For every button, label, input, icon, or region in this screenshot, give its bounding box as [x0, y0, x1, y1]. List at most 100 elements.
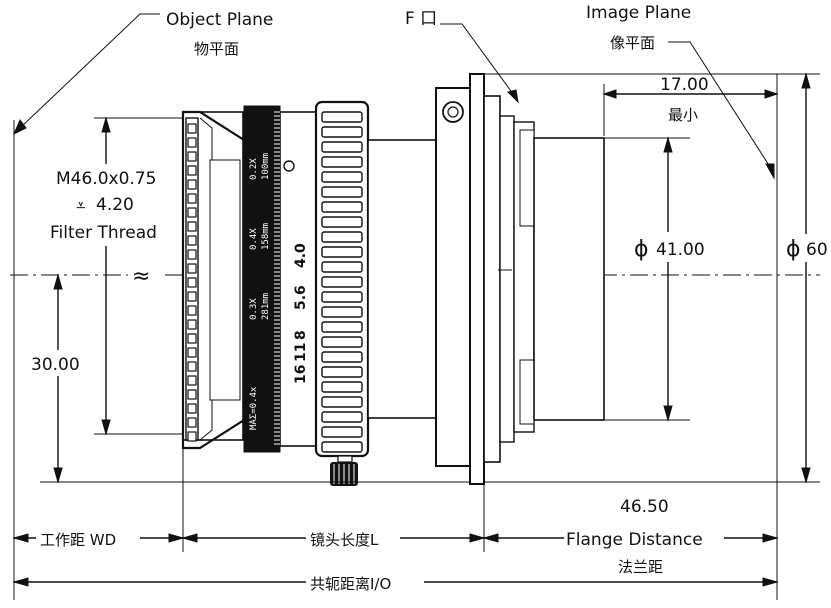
front-knurl-tooth	[187, 249, 197, 260]
front-knurl-tooth	[187, 333, 197, 344]
dia41-symbol: ϕ	[634, 237, 649, 262]
lens-front-barrel	[181, 110, 246, 450]
front-knurl-tooth	[187, 123, 197, 134]
front-knurl-tooth	[187, 417, 197, 428]
flange-arrow-left	[482, 533, 499, 543]
flange-label: Flange Distance	[566, 530, 703, 550]
aperture-knurl-tooth	[321, 186, 363, 198]
front-knurl-tooth	[187, 263, 197, 274]
aperture-knurl-tooth	[321, 351, 363, 363]
front-knurl-tooth	[187, 347, 197, 358]
image-plane-label: Image Plane	[586, 3, 691, 23]
flange-label-bg	[564, 527, 724, 549]
scale-dist-1: 281mm	[261, 293, 271, 320]
dia41-arrow-top	[663, 136, 673, 153]
scale-mag-2: 0.4X	[249, 228, 259, 250]
front-knurl-tooth	[187, 207, 197, 218]
flange-cn-label: 法兰距	[618, 558, 663, 576]
image-plane-arrowhead	[765, 163, 775, 180]
wd-label-bg	[36, 526, 140, 550]
front-knurl-tooth	[187, 179, 197, 190]
lens-rear-body	[367, 139, 439, 419]
dia41-value: 41.00	[656, 240, 705, 260]
front-knurl-tooth	[187, 319, 197, 330]
front-knurl-tooth	[187, 375, 197, 386]
wd-arrow-right	[168, 533, 185, 543]
dim17-arrow-right	[764, 89, 779, 99]
front-knurl-tooth	[187, 151, 197, 162]
f-mount-label: F 口	[405, 9, 437, 29]
lens-length-label: 镜头长度L	[310, 531, 379, 549]
f-mount-arrowhead	[507, 89, 519, 104]
front-knurl-tooth	[187, 165, 197, 176]
f-mount-flange	[435, 73, 535, 485]
dia60-arrow-bottom	[801, 467, 811, 484]
dim17-arrow-left	[602, 89, 617, 99]
flange-value: 46.50	[620, 497, 669, 517]
aperture-knurl-tooth	[321, 231, 363, 243]
lens-length-label-bg	[306, 526, 400, 550]
image-plane-cn-label: 像平面	[610, 34, 655, 52]
front-knurl-tooth	[187, 431, 197, 442]
fstop-scale: 4.0 5.6 8 11 16	[293, 243, 309, 384]
front-knurl-tooth	[187, 137, 197, 148]
thread-arrow-bottom	[101, 419, 111, 436]
front-knurl-tooth	[187, 403, 197, 414]
aperture-knurl-tooth	[321, 156, 363, 168]
wd-arrow-left	[12, 533, 29, 543]
lens-length-arrow-right	[469, 533, 486, 543]
locking-screw	[330, 455, 358, 486]
front-knurl-tooth	[187, 221, 197, 232]
object-plane-cn-label: 物平面	[194, 40, 239, 58]
scale-mag-3: 0.2X	[249, 158, 259, 180]
front-knurl-tooth	[187, 235, 197, 246]
scale-mag-1: 0.3X	[249, 298, 259, 320]
dia60-value: 60	[806, 240, 828, 260]
aperture-ring	[314, 100, 370, 458]
aperture-knurl-tooth	[321, 426, 363, 438]
flange-arrow-right	[762, 533, 779, 543]
fstop-11: 11	[293, 343, 309, 362]
dim17-value: 17.00	[660, 75, 709, 95]
object-plane-leader	[19, 13, 160, 129]
scale-dist-3: 100mm	[261, 153, 271, 180]
front-knurl-tooth	[187, 291, 197, 302]
aperture-knurl-tooth	[321, 306, 363, 318]
wd-label: 工作距 WD	[40, 531, 116, 549]
aperture-knurl-tooth	[321, 111, 363, 123]
axis-break-symbol: ≈	[132, 264, 150, 289]
aperture-knurl-tooth	[321, 126, 363, 138]
front-ring-detail	[199, 117, 241, 441]
dim30-label-bg	[28, 350, 86, 376]
object-plane-label: Object Plane	[166, 10, 273, 30]
break-bg	[128, 264, 164, 286]
front-knurl-tooth	[187, 277, 197, 288]
dia60-label-bg	[784, 234, 830, 262]
f-mount-leader	[440, 23, 517, 99]
aperture-knurl-tooth	[321, 276, 363, 288]
lens-length-arrow-left	[181, 533, 198, 543]
fstop-4: 4.0	[293, 243, 309, 268]
scale-bottom-text: ΜΑΣ=0.4x	[249, 386, 259, 430]
aperture-knurl-tooth	[321, 246, 363, 258]
dim30-arrow-top	[53, 273, 63, 290]
aperture-knurl-tooth	[321, 411, 363, 423]
total-io-label: 共轭距离I/O	[310, 575, 391, 593]
front-knurl-tooth	[187, 389, 197, 400]
thread-size: M46.0x0.75	[56, 169, 156, 189]
image-plane-leader	[668, 41, 773, 171]
aperture-knurl-tooth	[321, 366, 363, 378]
aperture-knurl-tooth	[321, 396, 363, 408]
total-arrow-right	[762, 577, 779, 587]
aperture-knurl-tooth	[321, 216, 363, 228]
aperture-knurl-tooth	[321, 171, 363, 183]
scale-dist-2: 158mm	[261, 223, 271, 250]
dia60-symbol: ϕ	[786, 237, 801, 262]
fstop-5-6: 5.6	[293, 285, 309, 310]
thread-name: Filter Thread	[50, 223, 157, 243]
aperture-knurl-tooth	[321, 321, 363, 333]
front-knurl-tooth	[187, 305, 197, 316]
scale-text-group: ΜΑΣ=0.4x 281mm 158mm 100mm 0.3X 0.4X 0.2…	[249, 153, 271, 430]
dia41-label-bg	[636, 232, 718, 262]
